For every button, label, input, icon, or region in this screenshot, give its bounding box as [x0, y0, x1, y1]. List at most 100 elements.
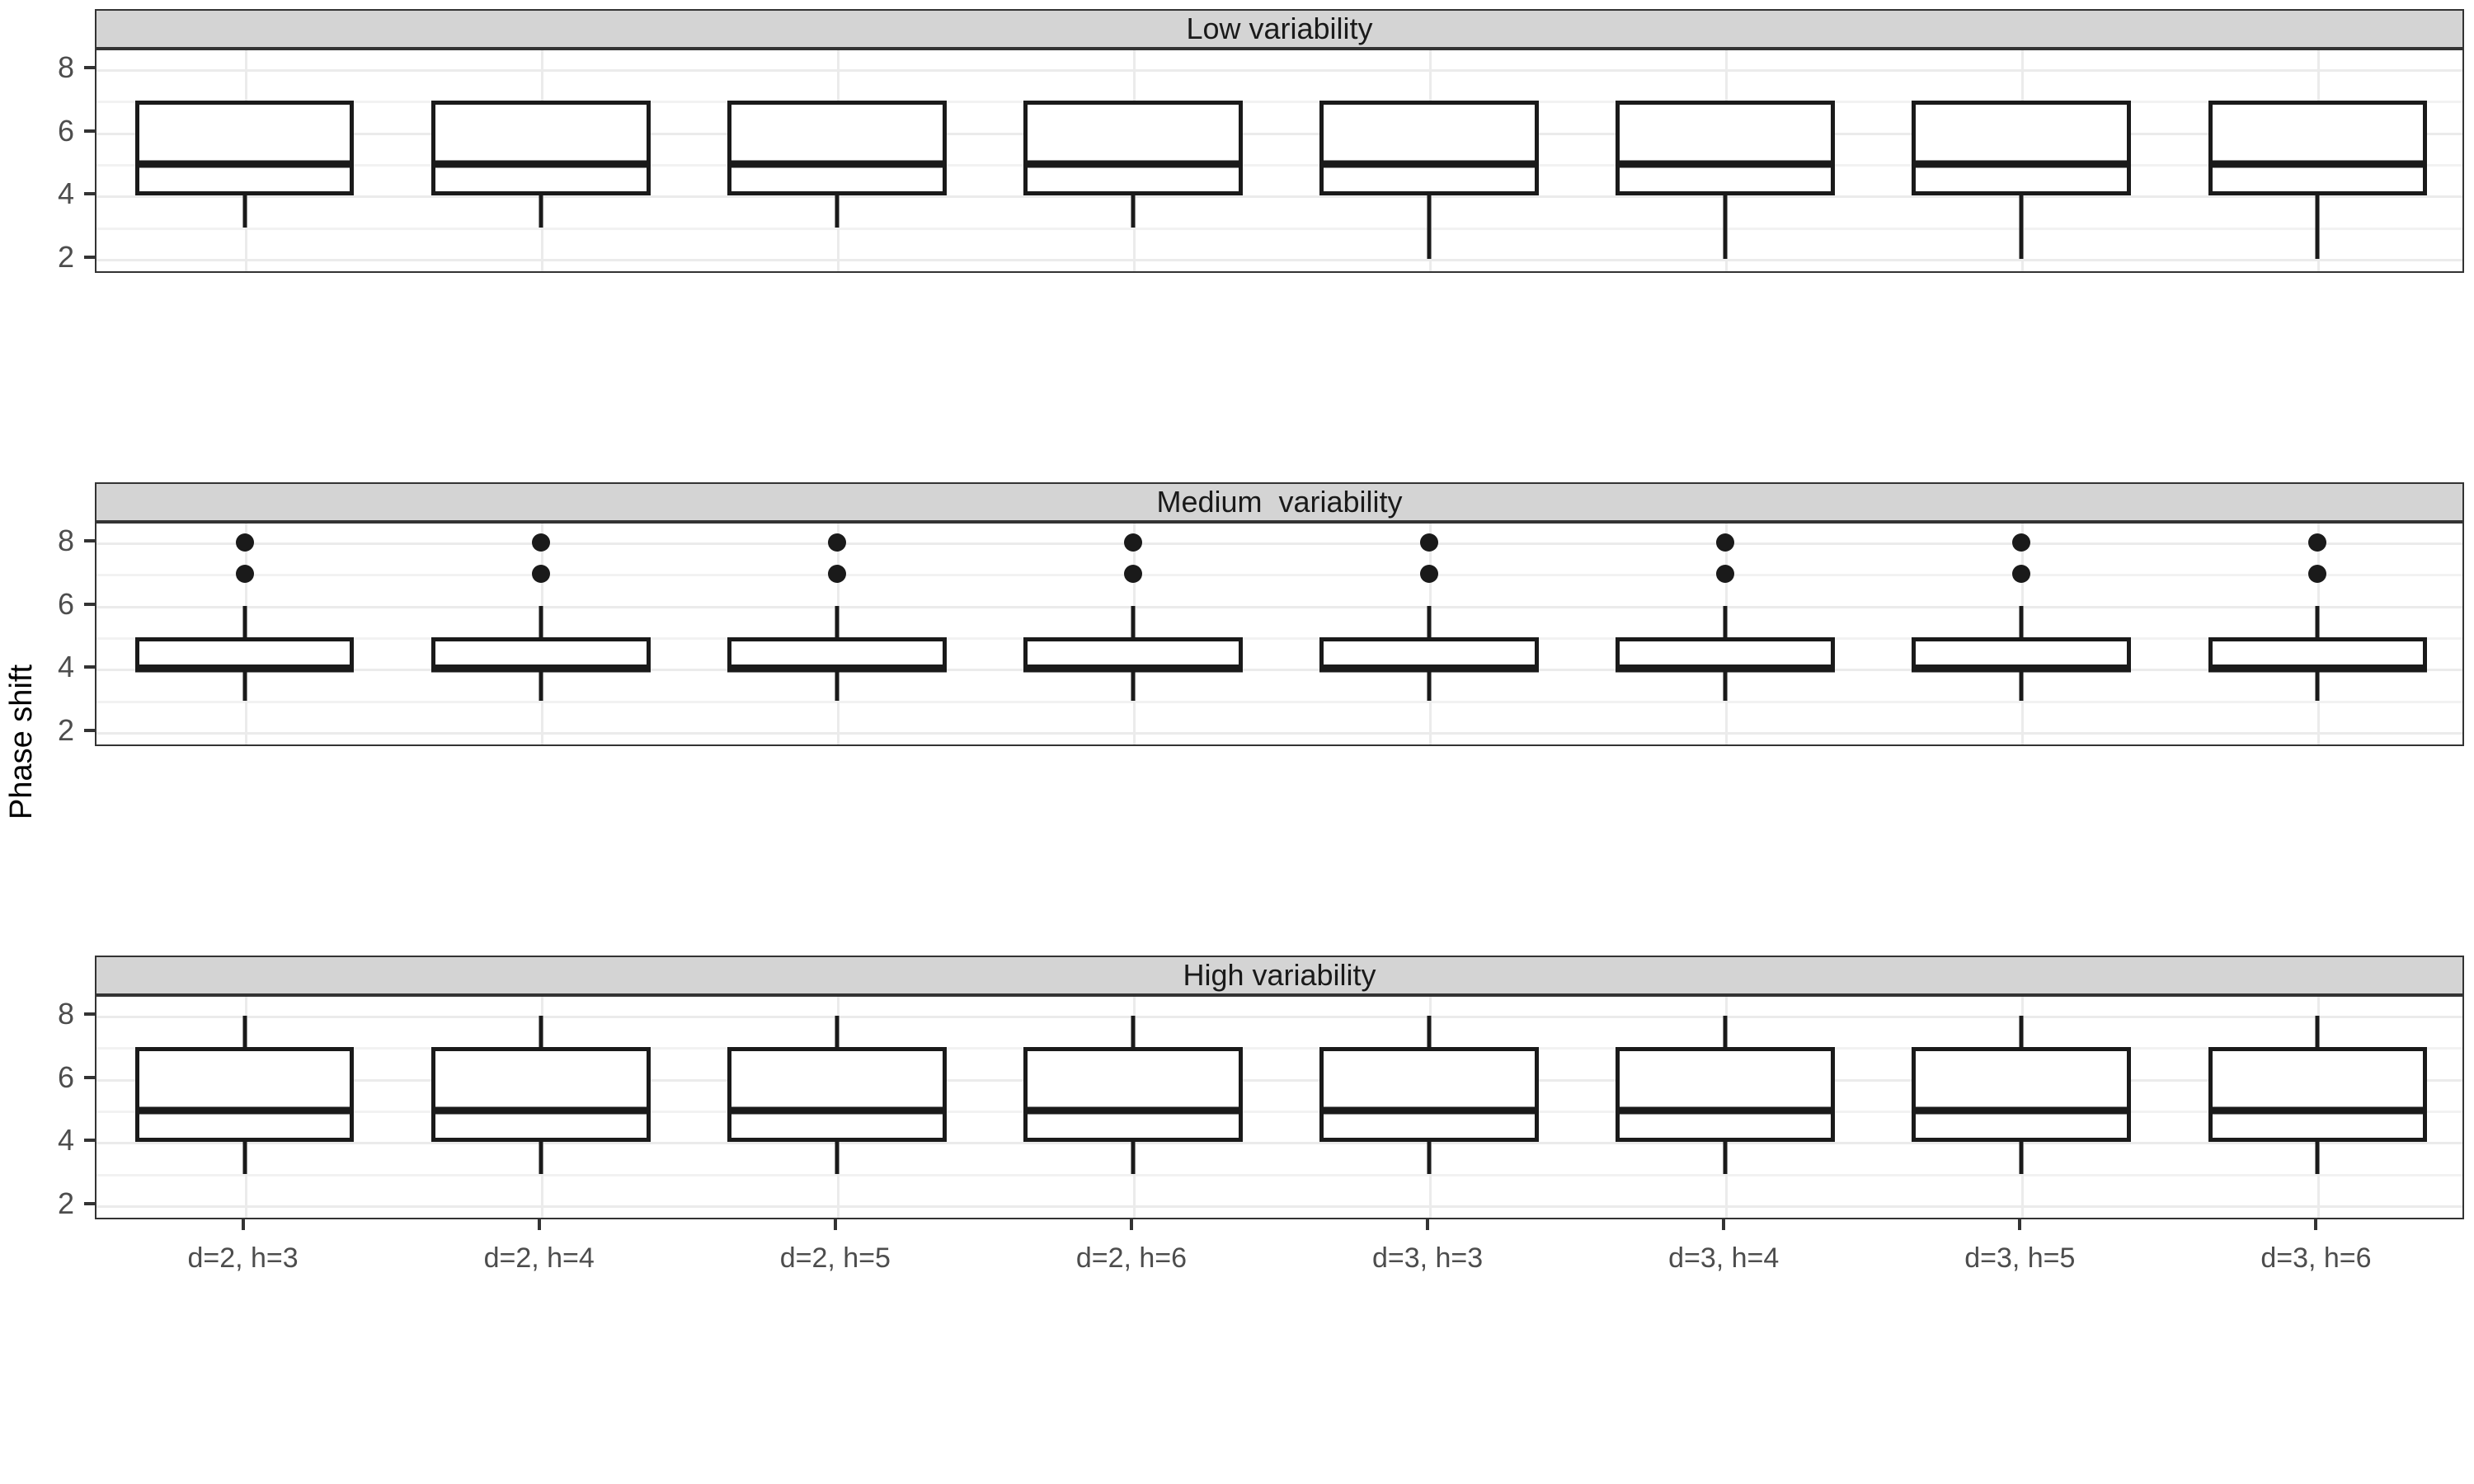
y-axis-tick-mark — [84, 1075, 95, 1079]
boxplot-upper-whisker — [539, 1015, 543, 1048]
boxplot-box — [430, 1047, 651, 1143]
boxplot-median-line — [1319, 160, 1539, 168]
boxplot-box — [1023, 636, 1243, 669]
x-axis-tick-label: d=3, h=6 — [2260, 1242, 2372, 1274]
y-axis-tick-label: 6 — [57, 586, 74, 621]
gridline-minor-horizontal — [96, 1047, 2462, 1050]
boxplot-lower-whisker — [539, 669, 543, 701]
boxplot-outlier-point — [827, 533, 846, 552]
gridline-minor-horizontal — [96, 1110, 2462, 1113]
boxplot-median-line — [2208, 160, 2428, 168]
boxplot-upper-whisker — [2315, 1015, 2320, 1048]
boxplot-box — [1616, 101, 1836, 196]
boxplot-outlier-point — [531, 533, 550, 552]
boxplot-median-line — [2208, 665, 2428, 673]
boxplot-median-line — [727, 160, 947, 168]
x-axis-tick-label: d=2, h=4 — [483, 1242, 595, 1274]
boxplot-box — [1912, 1047, 2132, 1143]
y-axis-tick-label: 8 — [57, 49, 74, 84]
boxplot-lower-whisker — [1723, 195, 1728, 259]
boxplot-box — [1912, 636, 2132, 669]
boxplot-median-line — [134, 160, 355, 168]
x-axis-tick-mark — [2314, 1219, 2318, 1230]
boxplot-median-line — [1023, 160, 1243, 168]
gridline-major-horizontal — [96, 669, 2462, 672]
y-axis-tick-mark — [84, 129, 95, 133]
y-axis-tick-mark — [84, 602, 95, 606]
y-axis-tick-mark — [84, 1201, 95, 1205]
boxplot-box — [1319, 101, 1539, 196]
x-axis-tick-mark — [2018, 1219, 2022, 1230]
boxplot-lower-whisker — [242, 195, 247, 228]
boxplot-box — [1616, 636, 1836, 669]
x-axis-tick-mark — [833, 1219, 837, 1230]
boxplot-box — [430, 636, 651, 669]
boxplot-box — [134, 1047, 355, 1143]
boxplot-box — [430, 101, 651, 196]
x-axis-tick-mark — [1129, 1219, 1133, 1230]
boxplot-lower-whisker — [2315, 669, 2320, 701]
boxplot-outlier-point — [1716, 533, 1735, 552]
boxplot-lower-whisker — [1723, 669, 1728, 701]
x-axis-tick-mark — [1426, 1219, 1430, 1230]
x-axis-tick-label: d=2, h=6 — [1075, 1242, 1188, 1274]
boxplot-median-line — [1616, 1106, 1836, 1115]
boxplot-median-line — [430, 665, 651, 673]
boxplot-outlier-point — [2012, 565, 2031, 584]
boxplot-box — [1023, 101, 1243, 196]
gridline-major-horizontal — [96, 1142, 2462, 1145]
boxplot-lower-whisker — [835, 1142, 840, 1174]
facet-panel — [95, 995, 2464, 1219]
boxplot-lower-whisker — [1131, 195, 1136, 228]
y-axis-tick-mark — [84, 65, 95, 69]
boxplot-box — [134, 636, 355, 669]
boxplot-median-line — [1319, 665, 1539, 673]
facet-strip-label: Low variability — [95, 9, 2464, 49]
boxplot-lower-whisker — [835, 195, 840, 228]
boxplot-median-line — [1023, 1106, 1243, 1115]
gridline-minor-horizontal — [96, 101, 2462, 104]
boxplot-outlier-point — [2308, 565, 2327, 584]
boxplot-box — [1319, 636, 1539, 669]
gridline-major-horizontal — [96, 542, 2462, 545]
boxplot-median-line — [727, 665, 947, 673]
boxplot-lower-whisker — [2019, 195, 2024, 259]
gridline-major-horizontal — [96, 68, 2462, 72]
boxplot-outlier-point — [827, 565, 846, 584]
boxplot-box — [1912, 101, 2132, 196]
boxplot-upper-whisker — [2019, 605, 2024, 637]
y-axis-tick-mark — [84, 1012, 95, 1016]
boxplot-median-line — [2208, 1106, 2428, 1115]
boxplot-lower-whisker — [1427, 1142, 1432, 1174]
boxplot-outlier-point — [2308, 533, 2327, 552]
x-axis-tick-mark — [1722, 1219, 1726, 1230]
boxplot-lower-whisker — [242, 669, 247, 701]
boxplot-box — [134, 101, 355, 196]
boxplot-outlier-point — [2012, 533, 2031, 552]
x-axis-tick-mark — [241, 1219, 245, 1230]
boxplot-outlier-point — [235, 565, 254, 584]
boxplot-lower-whisker — [539, 195, 543, 228]
boxplot-lower-whisker — [2315, 1142, 2320, 1174]
y-axis-tick-label: 6 — [57, 1059, 74, 1094]
gridline-major-horizontal — [96, 1015, 2462, 1018]
boxplot-upper-whisker — [2315, 605, 2320, 637]
boxplot-median-line — [134, 665, 355, 673]
boxplot-outlier-point — [1716, 565, 1735, 584]
boxplot-median-line — [1023, 665, 1243, 673]
boxplot-upper-whisker — [1723, 605, 1728, 637]
boxplot-lower-whisker — [539, 1142, 543, 1174]
boxplot-box — [1616, 1047, 1836, 1143]
boxplot-lower-whisker — [1427, 195, 1432, 259]
boxplot-upper-whisker — [1131, 1015, 1136, 1048]
boxplot-upper-whisker — [1131, 605, 1136, 637]
y-axis-tick-mark — [84, 192, 95, 196]
boxplot-box — [727, 636, 947, 669]
y-axis-tick-label: 2 — [57, 1186, 74, 1220]
facet-panel — [95, 522, 2464, 746]
gridline-major-horizontal — [96, 258, 2462, 261]
gridline-major-horizontal — [96, 605, 2462, 608]
boxplot-lower-whisker — [2019, 669, 2024, 701]
x-axis-tick-mark — [537, 1219, 541, 1230]
y-axis-tick-mark — [84, 538, 95, 542]
